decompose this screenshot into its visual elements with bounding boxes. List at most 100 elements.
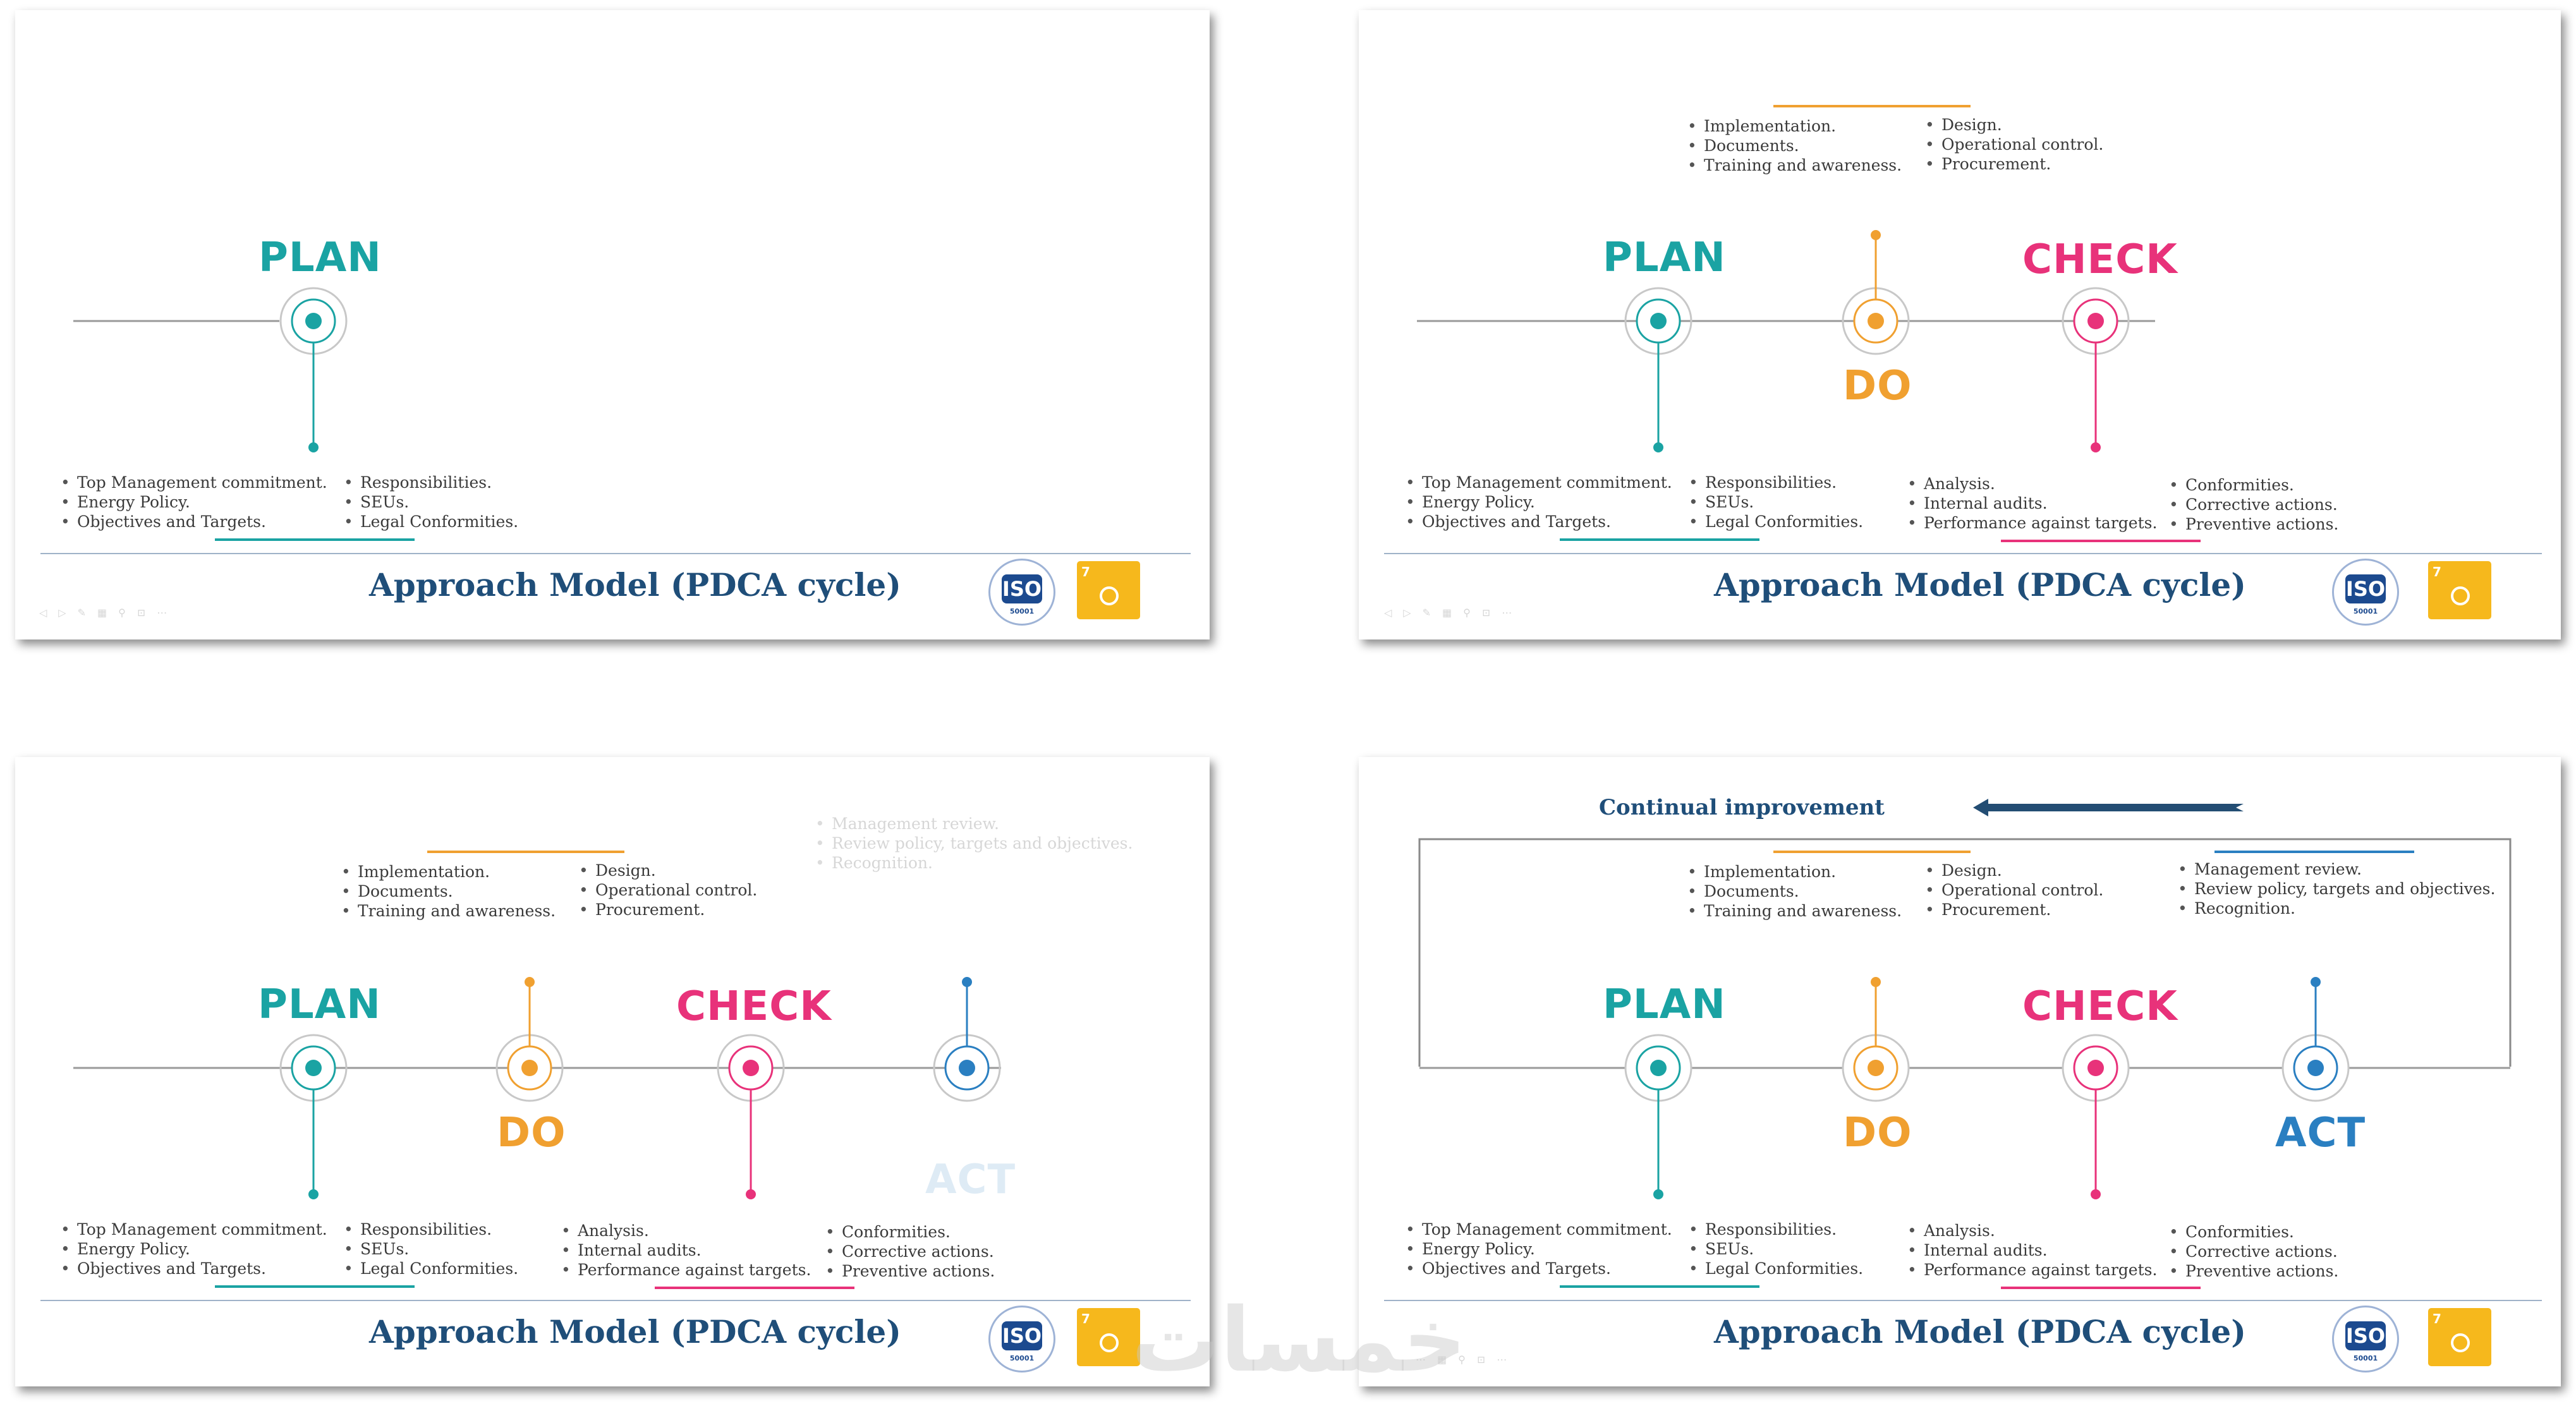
sun-icon	[2451, 1333, 2470, 1352]
list-item: Design.	[1925, 861, 2103, 880]
iso-number: 50001	[2353, 607, 2378, 615]
iso-label: ISO	[2345, 1321, 2386, 1350]
iso-logo: ISO 50001	[988, 1306, 1055, 1373]
list-item: Analysis.	[1907, 1221, 2157, 1240]
sdg-number: 7	[2433, 564, 2441, 579]
check-list-2: Conformities. Corrective actions. Preven…	[2168, 475, 2338, 534]
list-item: Analysis.	[561, 1221, 811, 1240]
iso-logo: ISO 50001	[2332, 1306, 2399, 1373]
list-item: Responsibilities.	[1689, 1220, 1863, 1239]
sun-icon	[2451, 586, 2470, 605]
stage-do-label: DO	[1843, 1110, 1912, 1156]
plan-list-2: Responsibilities. SEUs. Legal Conformiti…	[343, 1220, 518, 1278]
list-item: Preventive actions.	[2169, 1261, 2338, 1281]
list-item: Review policy, targets and objectives.	[815, 833, 1133, 853]
list-item: Documents.	[1687, 882, 1902, 901]
list-item: Performance against targets.	[1907, 1260, 2157, 1280]
sdg-7-logo: 7	[1077, 561, 1140, 619]
list-item: Design.	[579, 861, 757, 880]
list-item: Procurement.	[579, 900, 757, 919]
list-item: Top Management commitment.	[1406, 1220, 1672, 1239]
iso-number: 50001	[2353, 1354, 2378, 1362]
do-list-1: Implementation. Documents. Training and …	[1686, 116, 1902, 175]
list-item: Preventive actions.	[825, 1261, 995, 1281]
list-item: SEUs.	[344, 492, 518, 512]
plan-list-2: Responsibilities. SEUs. Legal Conformiti…	[343, 473, 518, 531]
check-list-1: Analysis. Internal audits. Performance a…	[560, 1221, 811, 1280]
slide-plan[interactable]: PLAN Top Management commitment. Energy P…	[15, 10, 1210, 639]
stage-do-label: DO	[497, 1110, 566, 1156]
stage-act-label-faded: ACT	[925, 1156, 1016, 1203]
timeline-graphic	[40, 287, 1191, 554]
list-item: Recognition.	[2178, 899, 2495, 918]
list-item: Management review.	[2178, 859, 2495, 879]
plan-list-1: Top Management commitment. Energy Policy…	[1404, 473, 1672, 531]
list-item: Legal Conformities.	[344, 1259, 518, 1278]
plan-list-1: Top Management commitment. Energy Policy…	[59, 1220, 327, 1278]
list-item: Energy Policy.	[1406, 1239, 1672, 1259]
do-list-2: Design. Operational control. Procurement…	[1924, 861, 2103, 919]
list-item: Training and awareness.	[341, 901, 556, 921]
plan-list-2: Responsibilities. SEUs. Legal Conformiti…	[1687, 473, 1863, 531]
list-item: Corrective actions.	[825, 1242, 995, 1261]
list-item: Internal audits.	[1907, 494, 2157, 513]
slide-title: Approach Model (PDCA cycle)	[1714, 566, 2246, 603]
continual-improvement-label: Continual improvement	[1599, 795, 1885, 820]
list-item: Documents.	[341, 882, 556, 901]
slide-title: Approach Model (PDCA cycle)	[369, 566, 901, 603]
do-list-2: Design. Operational control. Procurement…	[578, 861, 757, 919]
iso-logo: ISO 50001	[988, 559, 1055, 626]
slide-plan-do-check[interactable]: Implementation. Documents. Training and …	[1359, 10, 2561, 639]
watermark-logo: خمسات	[1131, 1289, 1467, 1392]
list-item: Procurement.	[1925, 154, 2103, 174]
check-list-2: Conformities. Corrective actions. Preven…	[824, 1222, 995, 1281]
check-list-1: Analysis. Internal audits. Performance a…	[1906, 1221, 2157, 1280]
stage-act-label: ACT	[2275, 1110, 2366, 1156]
list-item: Design.	[1925, 115, 2103, 135]
stage-do-label: DO	[1843, 363, 1912, 409]
list-item: Performance against targets.	[561, 1260, 811, 1280]
iso-label: ISO	[1002, 574, 1042, 603]
stage-check-label: CHECK	[2022, 983, 2178, 1030]
stage-plan-label: PLAN	[258, 981, 381, 1028]
list-item: Procurement.	[1925, 900, 2103, 919]
list-item: Energy Policy.	[1406, 492, 1672, 512]
slideshow-toolbar[interactable]: ◁▷✎▦⚲⊡⋯	[1384, 607, 1524, 619]
list-item: Legal Conformities.	[1689, 512, 1863, 531]
list-item: Responsibilities.	[344, 1220, 518, 1239]
slide-pdca-full[interactable]: Continual improvement Implementation. Do…	[1359, 757, 2561, 1386]
list-item: Top Management commitment.	[61, 1220, 327, 1239]
stage-plan-label: PLAN	[258, 234, 382, 281]
stage-plan-label: PLAN	[1603, 234, 1726, 281]
sdg-number: 7	[1081, 564, 1090, 579]
iso-label: ISO	[1002, 1321, 1042, 1350]
list-item: Operational control.	[1925, 135, 2103, 154]
plan-list-1: Top Management commitment. Energy Policy…	[1404, 1220, 1672, 1278]
sdg-7-logo: 7	[1077, 1308, 1140, 1366]
list-item: Operational control.	[579, 880, 757, 900]
list-item: Conformities.	[825, 1222, 995, 1242]
sdg-7-logo: 7	[2428, 561, 2491, 619]
list-item: Documents.	[1687, 136, 1902, 155]
list-item: Implementation.	[1687, 862, 1902, 882]
list-item: Implementation.	[341, 862, 556, 882]
list-item: Analysis.	[1907, 474, 2157, 494]
iso-label: ISO	[2345, 574, 2386, 603]
stage-check-label: CHECK	[2022, 236, 2178, 283]
list-item: Legal Conformities.	[344, 512, 518, 531]
list-item: Objectives and Targets.	[1406, 1259, 1672, 1278]
list-item: Operational control.	[1925, 880, 2103, 900]
slide-pdca-partial-act[interactable]: Management review. Review policy, target…	[15, 757, 1210, 1386]
sun-icon	[1100, 586, 1119, 605]
check-list-2: Conformities. Corrective actions. Preven…	[2168, 1222, 2338, 1281]
do-list-1: Implementation. Documents. Training and …	[1686, 862, 1902, 921]
slide-title: Approach Model (PDCA cycle)	[369, 1313, 901, 1350]
act-list: Management review. Review policy, target…	[2177, 859, 2495, 918]
timeline-graphic	[1384, 799, 2542, 1301]
iso-number: 50001	[1009, 1354, 1035, 1362]
list-item: Responsibilities.	[344, 473, 518, 492]
slideshow-toolbar[interactable]: ◁▷✎▦⚲⊡⋯	[39, 607, 179, 619]
list-item: Legal Conformities.	[1689, 1259, 1863, 1278]
plan-list-2: Responsibilities. SEUs. Legal Conformiti…	[1687, 1220, 1863, 1278]
slideshow-toolbar[interactable]: ⋯▦⚲⊡⋯	[1416, 1354, 1519, 1366]
